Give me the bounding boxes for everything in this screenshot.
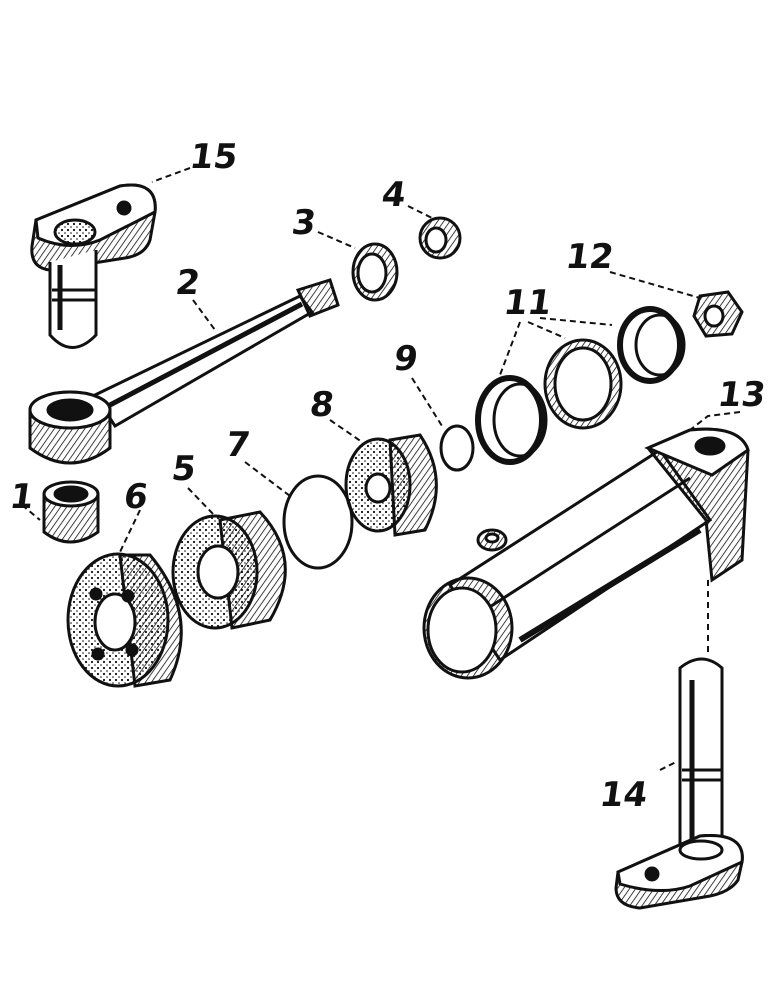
part-15-upper-pin: [30, 183, 157, 349]
part-6-end-cap: [66, 552, 183, 688]
callout-3: 3: [289, 203, 319, 243]
callout-13: 13: [715, 375, 769, 415]
callout-7: 7: [223, 425, 253, 465]
part-2-piston-rod: [28, 278, 340, 465]
callout-5: 5: [169, 449, 199, 489]
callout-1: 1: [7, 477, 37, 517]
callout-9: 9: [391, 339, 421, 379]
part-8-piston: [344, 433, 438, 537]
callout-15: 15: [187, 137, 241, 177]
part-9-small-o-ring: [439, 424, 475, 472]
callout-14: 14: [597, 775, 651, 815]
callout-8: 8: [307, 385, 337, 425]
part-11-rings: [475, 306, 686, 465]
part-14-lower-pin: [614, 657, 744, 910]
part-13-cylinder-body: [422, 427, 750, 680]
callout-4: 4: [379, 175, 409, 215]
part-3-ring: [351, 242, 399, 302]
callout-12: 12: [563, 237, 617, 277]
callout-2: 2: [173, 263, 203, 303]
callout-11: 11: [501, 283, 555, 323]
part-4-small-ring: [418, 216, 462, 260]
part-5-gland: [171, 510, 287, 630]
part-12-nut: [692, 290, 744, 338]
callout-6: 6: [121, 477, 151, 517]
part-7-large-o-ring: [282, 474, 354, 570]
part-1-bushing: [42, 480, 100, 544]
leader-lines: [21, 167, 741, 771]
